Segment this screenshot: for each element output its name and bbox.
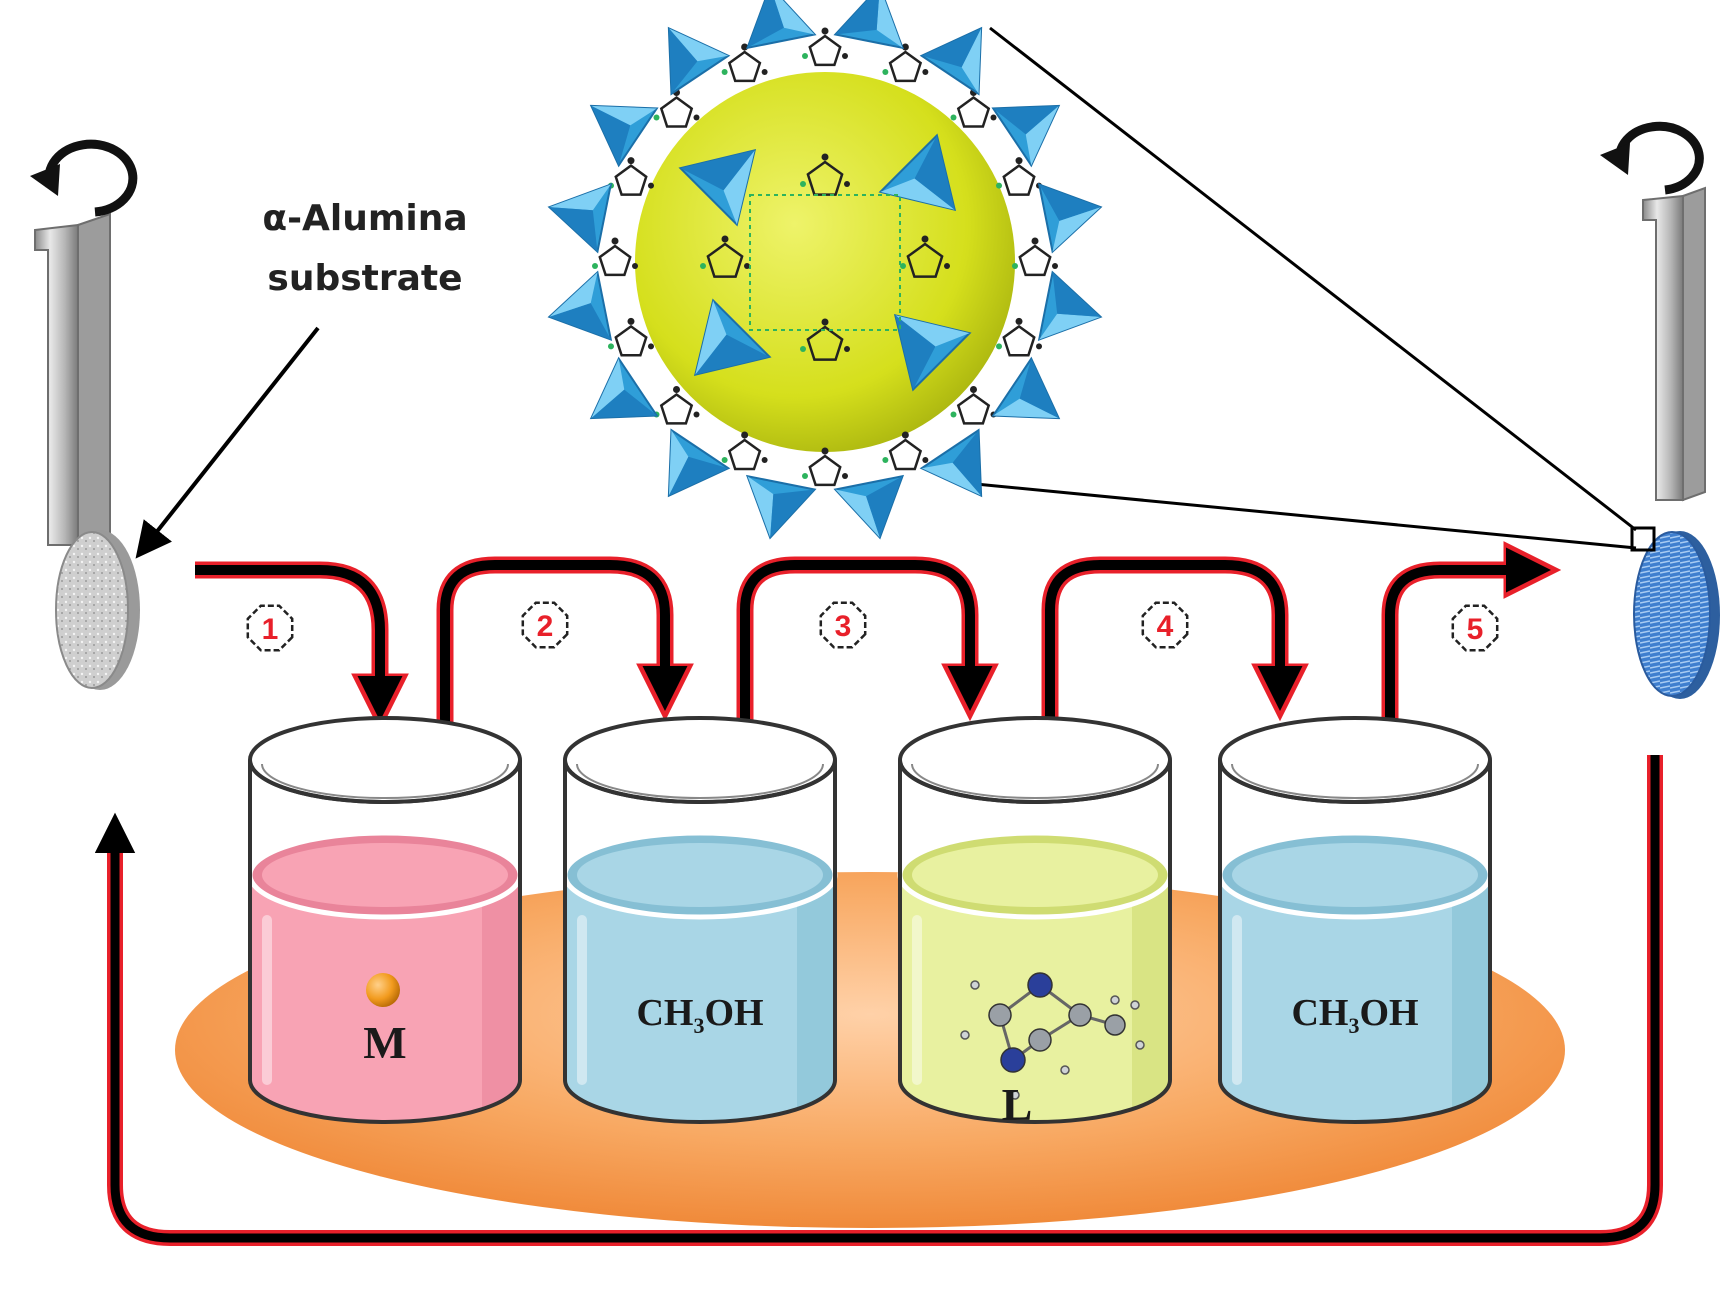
- zoom-box: [1630, 526, 1656, 552]
- svg-text:2: 2: [537, 610, 554, 643]
- step-arrow-4: [1041, 556, 1309, 735]
- svg-text:5: 5: [1467, 613, 1484, 646]
- ligand-molecule: [960, 972, 1145, 1100]
- zn-tetrahedron: [678, 148, 757, 227]
- left-substrate-holder: [30, 139, 140, 690]
- zn-tetrahedron: [919, 428, 983, 498]
- zn-tetrahedron: [919, 26, 983, 96]
- imidazolate-ring: [700, 235, 750, 278]
- beaker-liquid: [1220, 875, 1490, 1122]
- substrate-pointer-arrow: [135, 326, 320, 559]
- orange-tray: [175, 872, 1565, 1228]
- zn-tetrahedron: [745, 0, 817, 50]
- imidazolate-ring: [800, 318, 850, 361]
- imidazolate-ring: [996, 157, 1043, 196]
- zn-tetrahedron: [991, 104, 1061, 168]
- coated-substrate-disc: [1633, 531, 1711, 697]
- zn-tetrahedron: [667, 26, 731, 96]
- step-label-1: 1: [246, 604, 294, 652]
- imidazolate-ring: [882, 43, 929, 83]
- zn-tetrahedron: [991, 356, 1061, 420]
- imidazolate-ring: [607, 157, 654, 196]
- zn-tetrahedron: [745, 474, 817, 540]
- imidazolate-ring: [721, 431, 768, 471]
- beakers: M CH3OH L CH3OH: [247, 716, 1493, 1130]
- imidazolate-ring: [1012, 237, 1058, 277]
- step-labels: 1 2 3 4 5: [246, 601, 1499, 652]
- zif-cage-sphere: [635, 72, 1015, 452]
- imidazolate-ring: [721, 43, 768, 83]
- step-label-3: 3: [819, 601, 867, 649]
- beaker-liquid: [565, 875, 835, 1122]
- imidazolate-ring: [607, 317, 654, 357]
- step-arrow-1: [195, 561, 409, 732]
- beaker-label: CH3OH: [1291, 992, 1418, 1038]
- step-label-4: 4: [1141, 601, 1189, 649]
- svg-text:4: 4: [1157, 610, 1174, 643]
- imidazolate-ring: [802, 447, 848, 487]
- zn-tetrahedron: [547, 270, 613, 342]
- imidazolate-ring: [653, 89, 700, 128]
- imidazolate-ring: [802, 27, 848, 67]
- beaker-liquid: [900, 875, 1170, 1122]
- return-loop-arrow: [94, 755, 1663, 1246]
- zn-tetrahedron: [893, 313, 972, 392]
- imidazolate-ring: [800, 153, 850, 196]
- beaker-4: CH3OH: [1217, 716, 1493, 1124]
- step-arrow-2: [436, 556, 694, 740]
- rotate-arrow-icon: [30, 139, 138, 217]
- zn-tetrahedron: [1037, 270, 1103, 342]
- zoom-lines: [954, 26, 1637, 550]
- zn-tetrahedron: [589, 356, 659, 420]
- step-label-5: 5: [1451, 604, 1499, 652]
- substrate-label: α-Alumina substrate: [135, 198, 468, 559]
- svg-text:3: 3: [835, 610, 852, 643]
- step-arrow-3: [736, 556, 999, 735]
- zn-tetrahedron: [1037, 182, 1103, 254]
- right-substrate-holder: [1600, 121, 1720, 699]
- beaker-3: L: [897, 716, 1173, 1130]
- imidazolate-ring: [592, 237, 638, 277]
- zn-tetrahedron: [833, 474, 905, 540]
- zn-tetrahedron: [693, 298, 772, 377]
- substrate-label-line2: substrate: [267, 258, 462, 299]
- beaker-2: CH3OH: [562, 716, 838, 1124]
- rotate-arrow-icon: [1600, 121, 1704, 195]
- imidazolate-ring: [900, 235, 950, 278]
- beaker-label: M: [363, 1017, 406, 1068]
- step-arrows: [195, 541, 1562, 740]
- metal-ion-sphere: [366, 973, 400, 1007]
- zn-tetrahedron: [667, 428, 731, 498]
- beaker-label: L: [1002, 1079, 1033, 1130]
- zn-tetrahedron: [878, 133, 957, 212]
- step-arrow-5: [1381, 541, 1562, 730]
- svg-text:1: 1: [262, 613, 279, 646]
- imidazolate-ring: [996, 317, 1043, 357]
- imidazolate-ring: [950, 89, 997, 128]
- beaker-1: M: [247, 716, 523, 1124]
- step-label-2: 2: [521, 601, 569, 649]
- substrate-label-line1: α-Alumina: [262, 198, 467, 239]
- zn-tetrahedron: [589, 104, 659, 168]
- imidazolate-ring: [882, 431, 929, 471]
- zn-tetrahedron: [833, 0, 905, 50]
- zn-tetrahedron: [547, 182, 613, 254]
- beaker-label: CH3OH: [636, 992, 763, 1038]
- zif-framework-structure: [547, 0, 1103, 540]
